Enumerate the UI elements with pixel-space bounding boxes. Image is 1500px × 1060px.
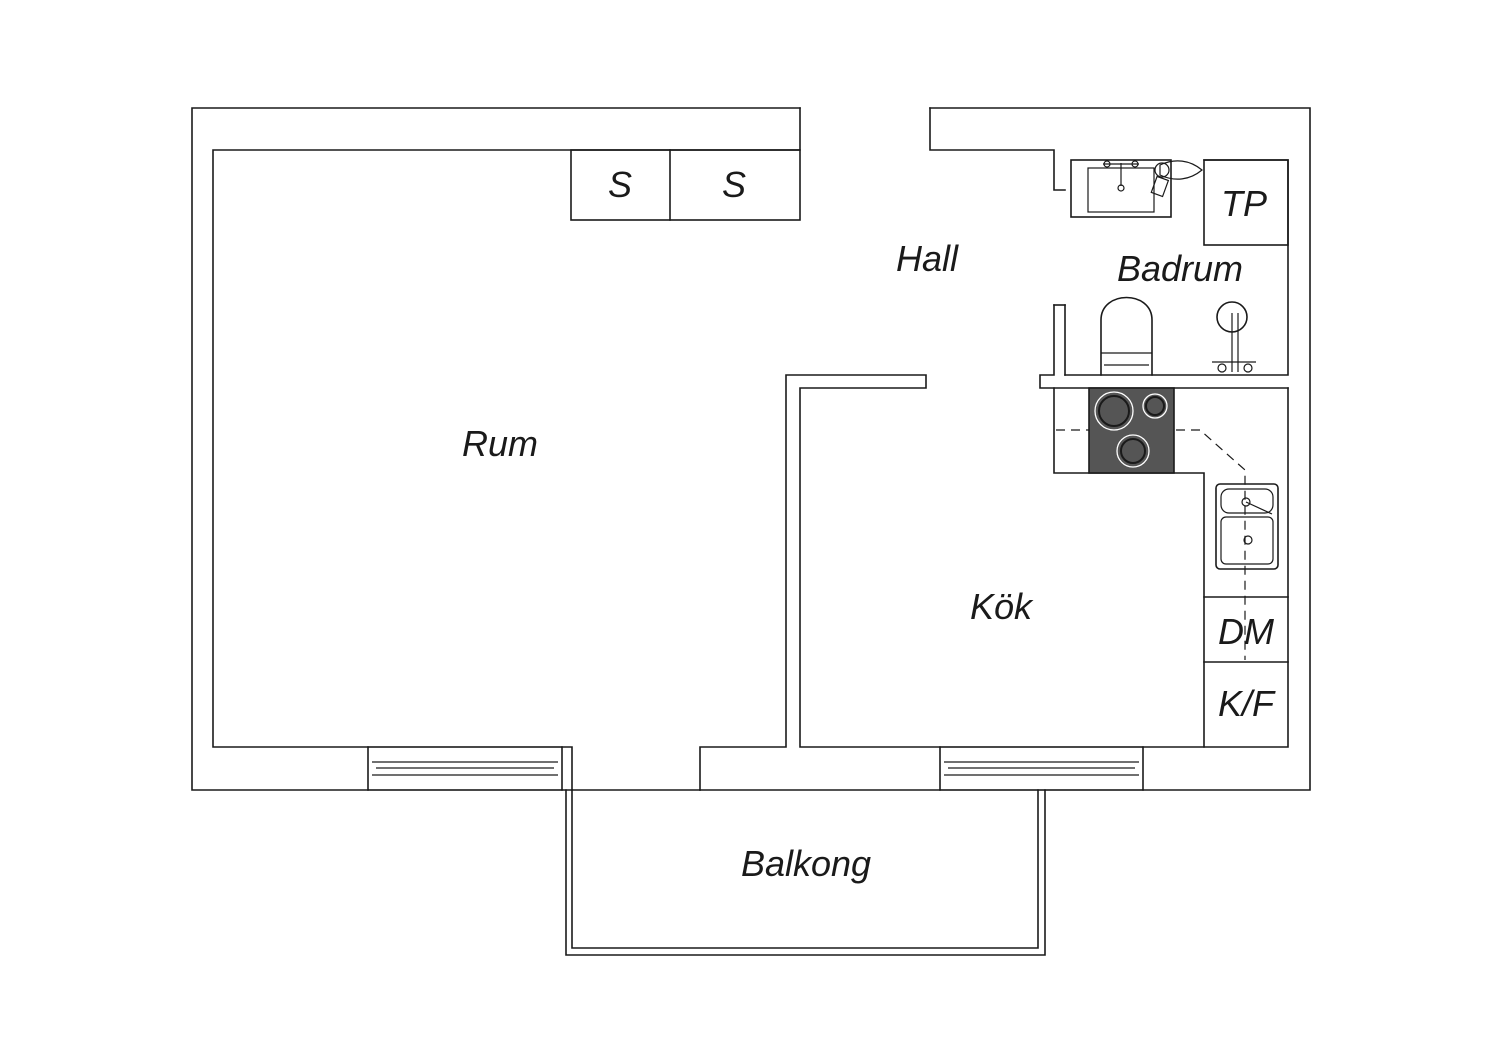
outer-wall — [191, 107, 1311, 791]
room-label-kok: Kök — [970, 586, 1034, 627]
toilet-icon — [1100, 296, 1153, 376]
window-rum — [367, 746, 563, 791]
shower-mixer-icon — [1212, 301, 1256, 373]
kf-label: K/F — [1218, 683, 1276, 724]
window-kok — [939, 746, 1144, 791]
room-label-hall: Hall — [896, 238, 959, 279]
balcony-railing — [565, 789, 1046, 956]
bathroom-sink-icon — [1070, 159, 1172, 218]
room-label-rum: Rum — [462, 423, 538, 464]
wardrobe-label-1: S — [608, 164, 632, 205]
tp-label: TP — [1221, 183, 1267, 224]
dm-label: DM — [1218, 611, 1274, 652]
wardrobes — [570, 149, 801, 221]
tp-cabinet — [1203, 159, 1289, 246]
kitchen-sink-icon — [1215, 483, 1279, 570]
room-label-balkong: Balkong — [741, 843, 871, 884]
shower-head-icon — [1150, 160, 1203, 198]
room-label-badrum: Badrum — [1117, 248, 1243, 289]
stove-icon — [1088, 387, 1175, 474]
wardrobe-label-2: S — [722, 164, 746, 205]
